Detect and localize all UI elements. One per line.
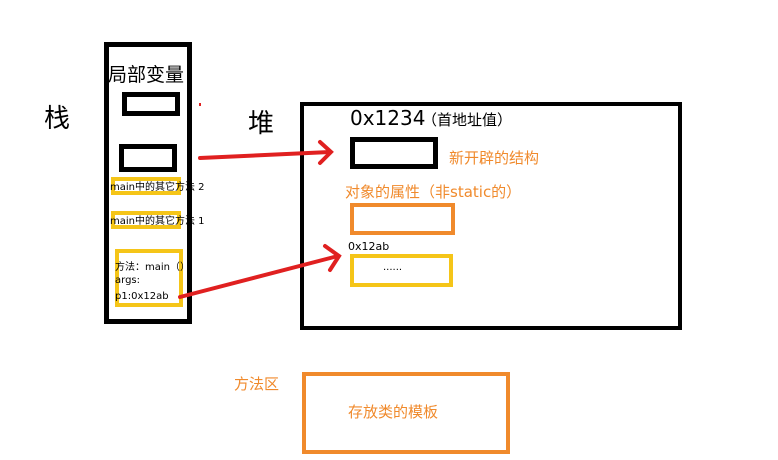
main-frame-line: 方法：main（）	[115, 262, 190, 273]
method-area	[302, 372, 510, 454]
heap-object	[350, 137, 438, 169]
heap-address: 0x1234	[350, 106, 426, 130]
attributes-label: 对象的属性（非static的）	[345, 183, 522, 201]
stack-frame	[111, 177, 181, 195]
stack-frame-label: main中的其它方法 1	[110, 216, 205, 227]
heap-address-note: （首地址值）	[422, 111, 513, 129]
attributes-box	[350, 203, 455, 235]
stack-slot-reference	[119, 144, 177, 172]
stack-slot	[122, 92, 180, 116]
main-frame-line: p1:0x12ab	[115, 291, 169, 302]
sub-address: 0x12ab	[348, 240, 390, 253]
main-frame	[115, 249, 183, 307]
main-frame-line: args:	[115, 275, 140, 286]
method-area-content: 存放类的模板	[348, 403, 439, 421]
stack-frame-label: main中的其它方法 2	[110, 182, 205, 193]
sub-object-box	[350, 254, 453, 287]
red-mark	[199, 103, 201, 106]
arrow-to-sub-object	[178, 244, 342, 299]
method-area-label: 方法区	[234, 375, 280, 393]
heap-label: 堆	[248, 109, 275, 139]
sub-object-content: ......	[383, 262, 403, 273]
stack-frame	[111, 211, 181, 229]
new-structure-label: 新开辟的结构	[449, 149, 540, 167]
arrow-to-heap-object	[198, 140, 334, 165]
stack-label: 栈	[44, 104, 71, 134]
local-variables-title: 局部变量	[108, 64, 185, 86]
